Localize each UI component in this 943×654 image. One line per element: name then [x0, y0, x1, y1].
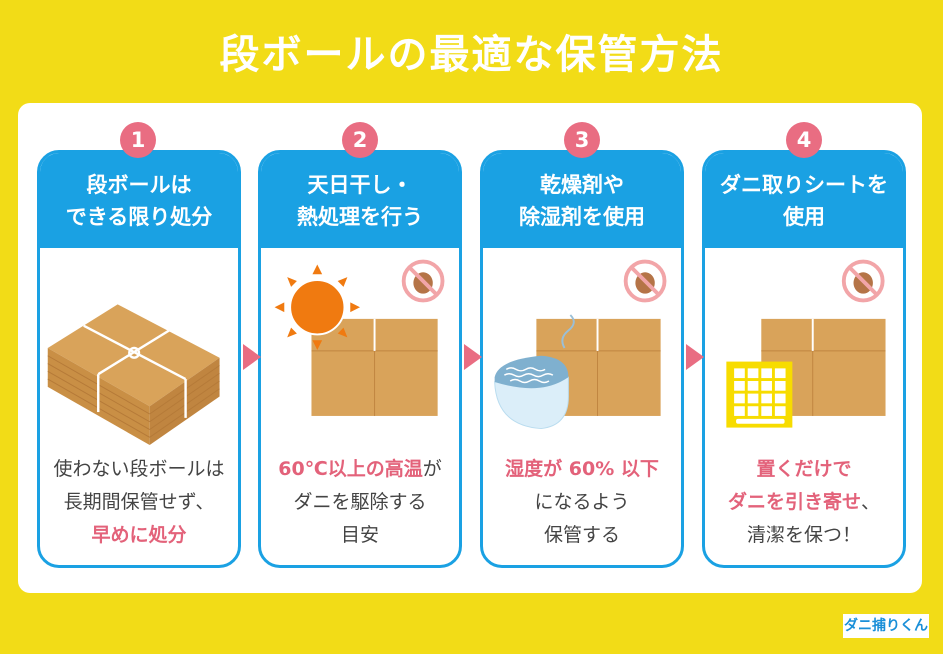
text-highlight: 60℃以上の高温 — [278, 458, 423, 480]
heading-line: 使用 — [783, 205, 825, 229]
text-line: になるよう — [534, 491, 630, 513]
step-3-badge: 3 — [564, 122, 600, 158]
sun-and-box-icon — [274, 259, 445, 416]
step-1-card: 段ボールは できる限り処分 使わない段ボールは 長期間保管せず、 早めに処分 — [37, 150, 241, 568]
step-3-card: 乾燥剤や 除湿剤を使用 湿度が 60% 以下 になるよう 保管する — [480, 150, 684, 568]
text-line: 長期間保管せず、 — [63, 491, 215, 513]
page-title: 段ボールの最適な保管方法 — [219, 32, 724, 78]
step-2-heading: 天日干し・ 熱処理を行う — [261, 153, 459, 248]
step-4-badge: 4 — [786, 122, 822, 158]
text-line: ダニを引き寄せ、 — [705, 486, 903, 519]
text-highlight: 湿度が 60% 以下 — [505, 458, 659, 480]
step-1-badge: 1 — [120, 122, 156, 158]
heading-line: 除湿剤を使用 — [519, 205, 645, 229]
step-2-card: 天日干し・ 熱処理を行う 60℃以上の高温が ダニを駆除する 目安 — [258, 150, 462, 568]
step-2-badge: 2 — [342, 122, 378, 158]
step-4-description: 置くだけで ダニを引き寄せ、 清潔を保つ！ — [705, 453, 903, 552]
text-line: 清潔を保つ！ — [746, 524, 861, 546]
arrow-right-icon — [686, 344, 704, 370]
step-4-heading: ダニ取りシートを 使用 — [705, 153, 903, 248]
step-2-description: 60℃以上の高温が ダニを駆除する 目安 — [261, 453, 459, 552]
heading-line: 天日干し・ — [307, 173, 413, 197]
heading-line: 段ボールは — [86, 173, 192, 197]
text-highlight: 早めに処分 — [91, 524, 187, 546]
text-line: 使わない段ボールは — [53, 458, 225, 480]
arrow-right-icon — [243, 344, 261, 370]
heading-line: 乾燥剤や — [540, 173, 624, 197]
mite-sheet-and-box-icon — [726, 259, 886, 428]
text-highlight: 置くだけで — [756, 458, 852, 480]
brand-logo: ダニ捕りくん — [843, 614, 929, 638]
text-highlight: ダニを引き寄せ — [727, 491, 861, 513]
text-line: 保管する — [543, 524, 620, 546]
text-rest: 、 — [861, 491, 881, 513]
text-line: ダニを駆除する — [293, 491, 427, 513]
step-3-description: 湿度が 60% 以下 になるよう 保管する — [483, 453, 681, 552]
step-1-description: 使わない段ボールは 長期間保管せず、 早めに処分 — [40, 453, 238, 552]
dehumidifier-and-box-icon — [494, 259, 667, 430]
text-line: 目安 — [340, 524, 379, 546]
step-4-card: ダニ取りシートを 使用 置くだけで ダニを引き寄せ、 清潔を保つ！ — [702, 150, 906, 568]
text-rest: が — [422, 458, 442, 480]
heading-line: できる限り処分 — [65, 205, 213, 229]
step-3-heading: 乾燥剤や 除湿剤を使用 — [483, 153, 681, 248]
step-1-heading: 段ボールは できる限り処分 — [40, 153, 238, 248]
stacked-cardboard-icon — [47, 304, 220, 446]
heading-line: ダニ取りシートを — [720, 173, 888, 197]
heading-line: 熱処理を行う — [297, 205, 423, 229]
arrow-right-icon — [464, 344, 482, 370]
text-line: 60℃以上の高温が — [261, 453, 459, 486]
